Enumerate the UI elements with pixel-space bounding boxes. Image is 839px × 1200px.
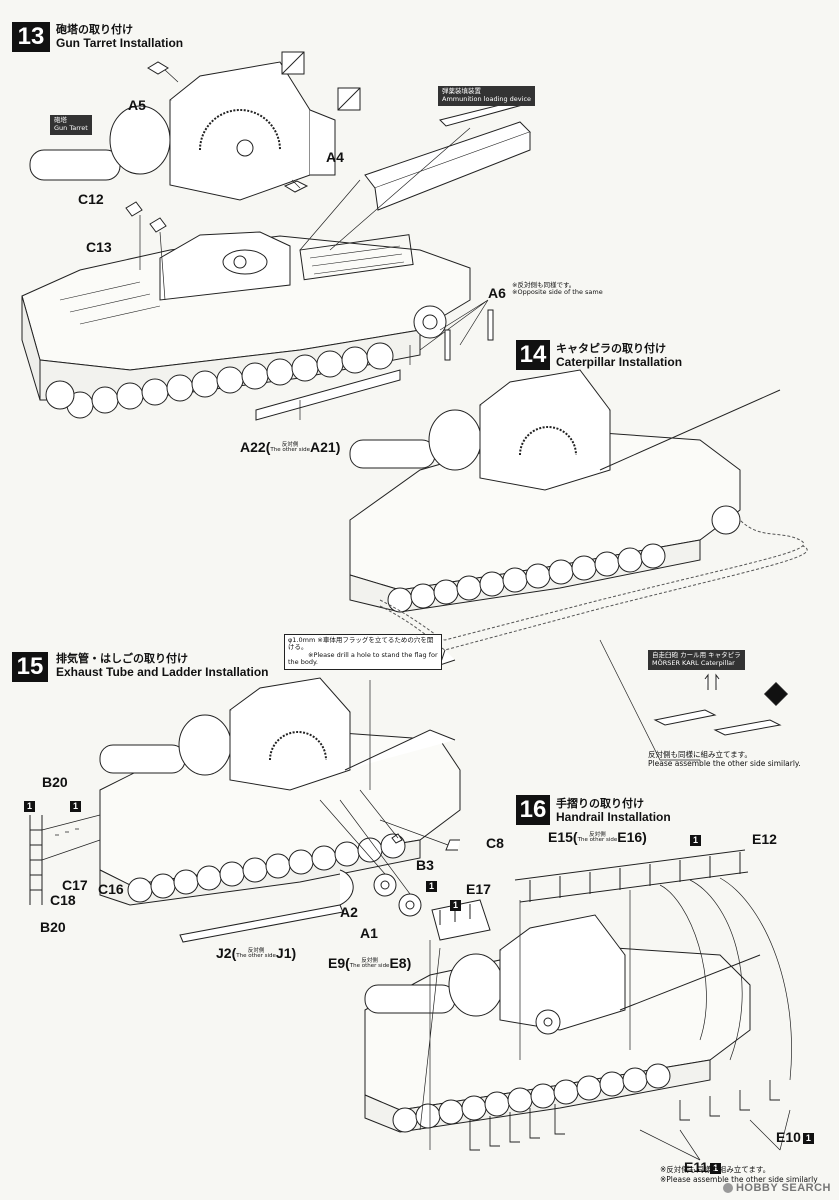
handrail-e12 — [514, 849, 749, 903]
footer-note: ※反対側も同様に組み立てます。※Please assemble the othe… — [660, 1165, 818, 1184]
step14-vehicle — [349, 369, 808, 761]
runner-1-badge-rail: 1 — [688, 832, 701, 846]
part-label-e9: E9 — [328, 955, 346, 971]
track-link-detail — [653, 673, 789, 736]
part-label-j1: J1 — [275, 945, 292, 961]
step16-road-wheels — [392, 1063, 671, 1133]
part-label-b20-bottom: B20 — [40, 919, 66, 935]
step15-vehicle — [29, 647, 491, 943]
step-16-number: 16 — [516, 795, 550, 825]
part-label-c18: C18 — [50, 892, 76, 908]
ammo-loading-device — [364, 99, 531, 211]
part-label-b3: B3 — [416, 857, 434, 873]
step-13-number: 13 — [12, 22, 50, 52]
runner-1-badge-pegs: 1 — [68, 798, 81, 812]
a6-note: ※反対側も同様です。※Opposite side of the same — [512, 281, 603, 297]
brand-logo-icon — [722, 1183, 733, 1194]
handrail-e11-e10 — [469, 1080, 780, 1151]
step13-turret — [29, 61, 336, 201]
part-label-a21: A21 — [310, 439, 336, 455]
step13-vehicle — [21, 51, 531, 421]
step-14-title-en: Caterpillar Installation — [556, 355, 683, 369]
part-label-c12: C12 — [78, 191, 104, 207]
part-label-a2: A2 — [340, 904, 358, 920]
part-label-a22: A22 — [240, 439, 266, 455]
ladder-part — [29, 815, 43, 905]
exhaust-tube — [179, 869, 354, 943]
part-label-j2: J2 — [216, 945, 232, 961]
part-label-a4: A4 — [326, 149, 344, 165]
step-14-title-jp: キャタピラの取り付け — [556, 342, 666, 355]
step-15-title-en: Exhaust Tube and Ladder Installation — [56, 665, 269, 679]
part-label-a1: A1 — [360, 925, 378, 941]
step13-road-wheels — [66, 342, 394, 419]
brand-watermark: HOBBY SEARCH — [722, 1182, 831, 1194]
runner-1-badge-e17: 1 — [448, 897, 461, 911]
runner-1-badge-ladder: 1 — [22, 798, 35, 812]
part-label-a5: A5 — [128, 97, 146, 113]
part-label-c8: C8 — [486, 835, 504, 851]
part-label-a6: A6 — [488, 285, 506, 301]
drill-hole-note: φ1.0mm ※車体用フラッグを立てるための穴を開ける。 ※Please dri… — [284, 634, 442, 670]
part-label-c17: C17 — [62, 877, 88, 893]
part-label-e17: E17 — [466, 881, 491, 897]
part-label-e15: E15 — [548, 829, 573, 845]
part-label-e16: E16 — [617, 829, 643, 845]
step-16-title-en: Handrail Installation — [556, 810, 671, 824]
part-label-e12: E12 — [752, 831, 777, 847]
rail-part-e17 — [431, 899, 491, 941]
part-label-c13: C13 — [86, 239, 112, 255]
step-14-number: 14 — [516, 340, 550, 370]
step16-vehicle — [364, 849, 792, 1161]
step-16-title-jp: 手摺りの取り付け — [556, 797, 644, 810]
part-label-c16: C16 — [98, 881, 124, 897]
part-label-e8: E8 — [389, 955, 407, 971]
track-assembly-note: 反対側も同様に組み立てます。Please assemble the other … — [648, 750, 801, 769]
step14-road-wheels — [387, 543, 666, 613]
step-15-number: 15 — [12, 652, 48, 682]
runner-1-badge-wheel: 1 — [424, 878, 437, 892]
part-label-b20-top: B20 — [42, 774, 68, 790]
step-13-title-en: Gun Tarret Installation — [56, 36, 184, 50]
step-13-title-jp: 砲塔の取り付け — [56, 23, 133, 36]
step-15-title-jp: 排気管・はしごの取り付け — [56, 652, 188, 665]
